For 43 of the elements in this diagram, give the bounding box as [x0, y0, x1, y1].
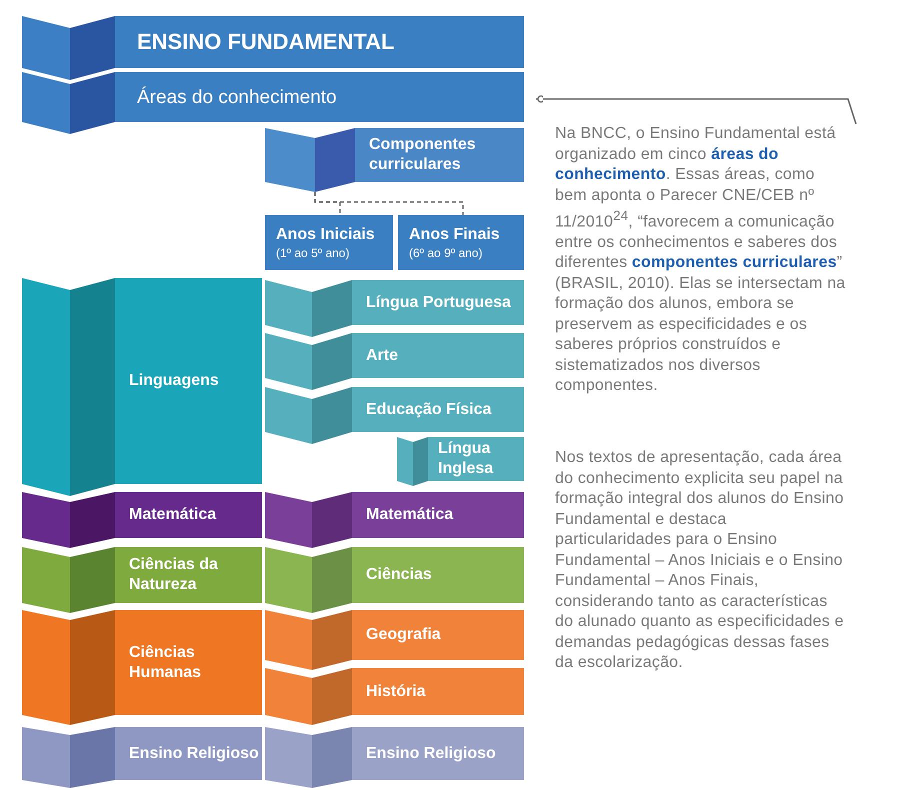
folded-banner: [22, 610, 262, 725]
banner-label: História: [366, 682, 426, 702]
banner-label: Ciências da Natureza: [129, 555, 219, 595]
folded-banner: [265, 610, 524, 670]
banner-label: Matemática: [129, 505, 216, 525]
folded-banner: [22, 278, 262, 496]
leader-line: [536, 95, 857, 124]
folded-banner: [265, 727, 524, 788]
folded-banner: [265, 492, 524, 548]
folded-banner: [265, 280, 524, 337]
banner-label: Ciências: [366, 565, 432, 585]
dashed-connector: [314, 192, 464, 215]
banner-label: ENSINO FUNDAMENTAL: [137, 29, 394, 55]
folded-banner: [265, 668, 524, 725]
box-title: Anos Iniciais: [276, 224, 375, 244]
banner-label: Língua Portuguesa: [366, 292, 511, 312]
folded-banner: [22, 72, 524, 134]
text-paragraph: Na BNCC, o Ensino Fundamental está organizado em cinco áreas do conhecimento. Essas áreas, como bem aponta o Parecer CNE/CEB nº 11/2010$^{24}$, “favorecem a comunicação entre os conhecimentos e saberes dos diferentes componentes curriculares” (BRASIL, 2010). Elas se intersectam na formação dos alunos, embora se preservem as especificidades e os saberes próprios construídos e sistematizados nos diversos componentes.: [555, 124, 847, 397]
folded-banner: [22, 492, 262, 548]
folded-banner: [265, 128, 524, 192]
label-box: [398, 215, 524, 270]
folded-banner: [22, 727, 262, 788]
banner-label: Matemática: [366, 505, 454, 525]
banner-label: Áreas do conhecimento: [137, 86, 337, 108]
banner-label: Ensino Religioso: [129, 744, 259, 764]
box-subtitle: (6º ao 9º ano): [409, 244, 482, 260]
folded-banner: [265, 333, 524, 390]
folded-banner: [22, 547, 262, 613]
box-title: Anos Finais: [409, 224, 500, 244]
box-subtitle: (1º ao 5º ano): [276, 244, 350, 260]
folded-banner: [22, 16, 524, 80]
text-paragraph: Nos textos de apresentação, cada área do conhecimento explicita seu papel na formação integral dos alunos do Ensino Fundamental e destaca particularidades para o Ensino Fundamental – Anos Iniciais e o Ensino Fundamental – Anos Finais, considerando tanto as características do alunado quanto as especificidades e demandas pedagógicas dessas fases da escolarização.: [555, 448, 845, 673]
banner-label: Ensino Religioso: [366, 744, 496, 764]
folded-banner: [265, 547, 524, 613]
folded-banner: [397, 437, 524, 486]
banner-label: Arte: [366, 346, 398, 366]
banner-label: Ciências Humanas: [129, 642, 202, 682]
banner-label: Linguagens: [129, 371, 219, 391]
banner-label: Língua Inglesa: [438, 439, 494, 479]
label-box: [265, 215, 393, 270]
banner-label: Geografia: [366, 625, 441, 645]
banner-label: Componentes curriculares: [369, 135, 477, 175]
banner-label: Educação Física: [366, 400, 492, 420]
